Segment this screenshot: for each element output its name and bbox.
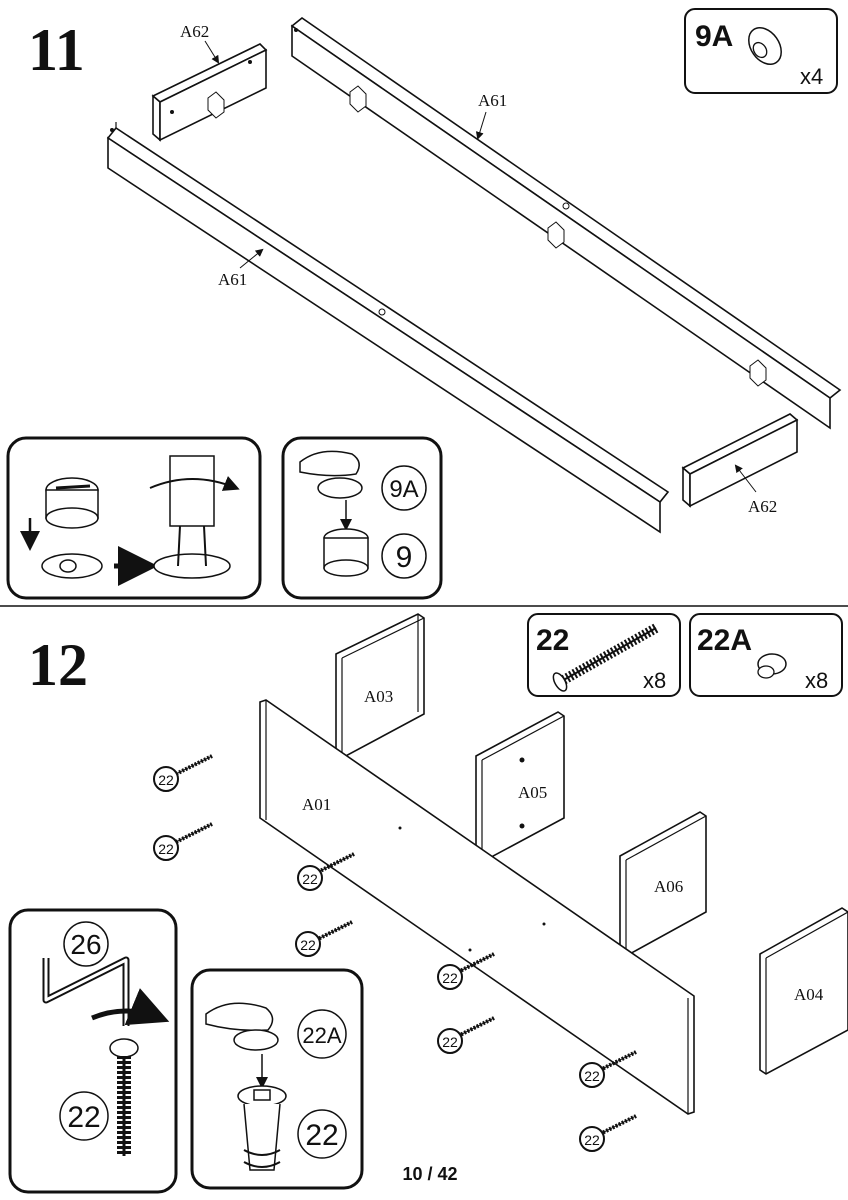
hardware-22a-code: 22A (697, 624, 752, 657)
rotate-arrow-icon (91, 988, 170, 1026)
cap-icon (757, 653, 787, 679)
hardware-9a-code: 9A (695, 20, 733, 53)
screw-head-icon (237, 1085, 287, 1171)
board-a62-top (151, 43, 268, 142)
screw-label: 22 (158, 772, 174, 788)
bracket-icon (207, 85, 767, 387)
board-a03 (335, 613, 425, 759)
cam-slot-icon (41, 553, 103, 579)
screw-22-1: 22 (153, 754, 214, 792)
hardware-box-9a: 9A x4 (684, 8, 838, 94)
label-a01: A01 (302, 795, 331, 814)
detail-label-9: 9 (396, 541, 413, 574)
screw-label: 22 (300, 937, 316, 953)
label-a06: A06 (654, 877, 683, 896)
screw-label: 22 (584, 1068, 600, 1084)
detail-cam-rotation (6, 436, 262, 600)
screw-22-5: 22 (437, 952, 496, 990)
screw-label: 22 (442, 1034, 458, 1050)
detail-label-22-b: 22 (305, 1119, 338, 1152)
step-12-number: 12 (28, 632, 88, 698)
screw-icon (552, 623, 659, 692)
screw-label: 22 (442, 970, 458, 986)
finger-icon (299, 450, 363, 499)
hardware-9a-qty: x4 (800, 64, 823, 89)
hardware-22a-qty: x8 (805, 668, 828, 693)
label-a62-top: A62 (180, 22, 209, 41)
cam-cap-icon (748, 27, 782, 65)
cam-lock-icon (45, 477, 99, 529)
detail-label-22: 22 (67, 1101, 100, 1134)
hardware-box-22a: 22A x8 (689, 613, 843, 697)
detail-allen-key: 26 22 (8, 908, 178, 1194)
detail-label-22a: 22A (302, 1023, 341, 1048)
label-a05: A05 (518, 783, 547, 802)
cam-lock-icon (323, 528, 369, 577)
board-a62-bottom (681, 413, 799, 508)
board-a01 (259, 699, 695, 1115)
finger-icon (205, 1002, 279, 1051)
board-a61-front (106, 122, 670, 534)
label-a61-left: A61 (218, 270, 247, 289)
hardware-22-code: 22 (536, 624, 569, 657)
hardware-22-qty: x8 (643, 668, 666, 693)
screw-icon (109, 1038, 139, 1156)
dowel-rotation-icon (149, 455, 240, 579)
label-a62-bottom: A62 (748, 497, 777, 516)
detail-label-9a: 9A (389, 476, 418, 503)
label-a03: A03 (364, 687, 393, 706)
detail-label-26: 26 (70, 929, 101, 960)
detail-cap-22a: 22A 22 (190, 968, 364, 1190)
hardware-box-22: 22 x8 (527, 613, 681, 697)
board-a04 (759, 907, 848, 1075)
screw-22-7: 22 (579, 1050, 638, 1088)
screw-label: 22 (584, 1132, 600, 1148)
screw-label: 22 (302, 871, 318, 887)
detail-cap-9a: 9A 9 (281, 436, 443, 600)
screw-label: 22 (158, 841, 174, 857)
step-11-number: 11 (28, 17, 85, 83)
screw-22-3: 22 (297, 852, 356, 891)
screw-22-2: 22 (153, 822, 214, 861)
page-number: 10 / 42 (402, 1164, 457, 1184)
label-a61-right: A61 (478, 91, 507, 110)
label-a04: A04 (794, 985, 824, 1004)
screw-22-4: 22 (295, 920, 354, 957)
screw-22-8: 22 (579, 1114, 638, 1152)
screw-22-6: 22 (437, 1016, 496, 1054)
